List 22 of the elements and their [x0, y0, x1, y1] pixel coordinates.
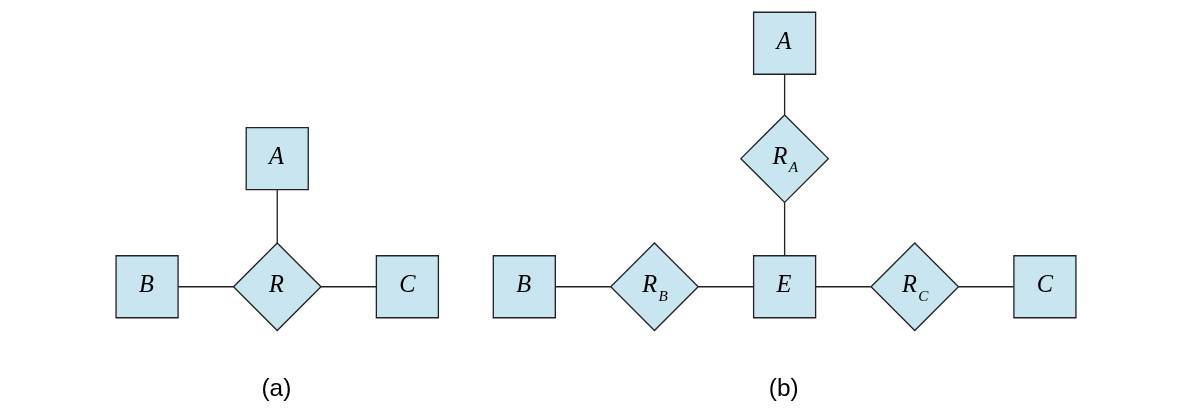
node-diamond: R — [232, 242, 322, 332]
connector — [958, 286, 1015, 288]
node-box: C — [375, 255, 440, 319]
connector — [177, 286, 235, 288]
connector — [320, 286, 377, 288]
label: (a) — [261, 373, 292, 401]
connector — [783, 202, 786, 257]
node-box: E — [752, 255, 817, 319]
connector — [783, 73, 786, 116]
connector — [815, 286, 872, 288]
connector — [554, 286, 612, 288]
node-box: B — [492, 255, 556, 319]
connector — [276, 189, 278, 244]
node-diamond: R$_{C}$ — [870, 242, 960, 332]
node-diamond: R$_{B}$ — [609, 242, 700, 332]
node-box: B — [115, 255, 179, 319]
node-box: C — [1013, 255, 1077, 319]
node-diamond: R$_{A}$ — [739, 114, 830, 204]
label: (b) — [768, 373, 799, 401]
node-box: A — [245, 127, 309, 191]
node-box: A — [752, 11, 817, 75]
connector — [697, 286, 755, 288]
